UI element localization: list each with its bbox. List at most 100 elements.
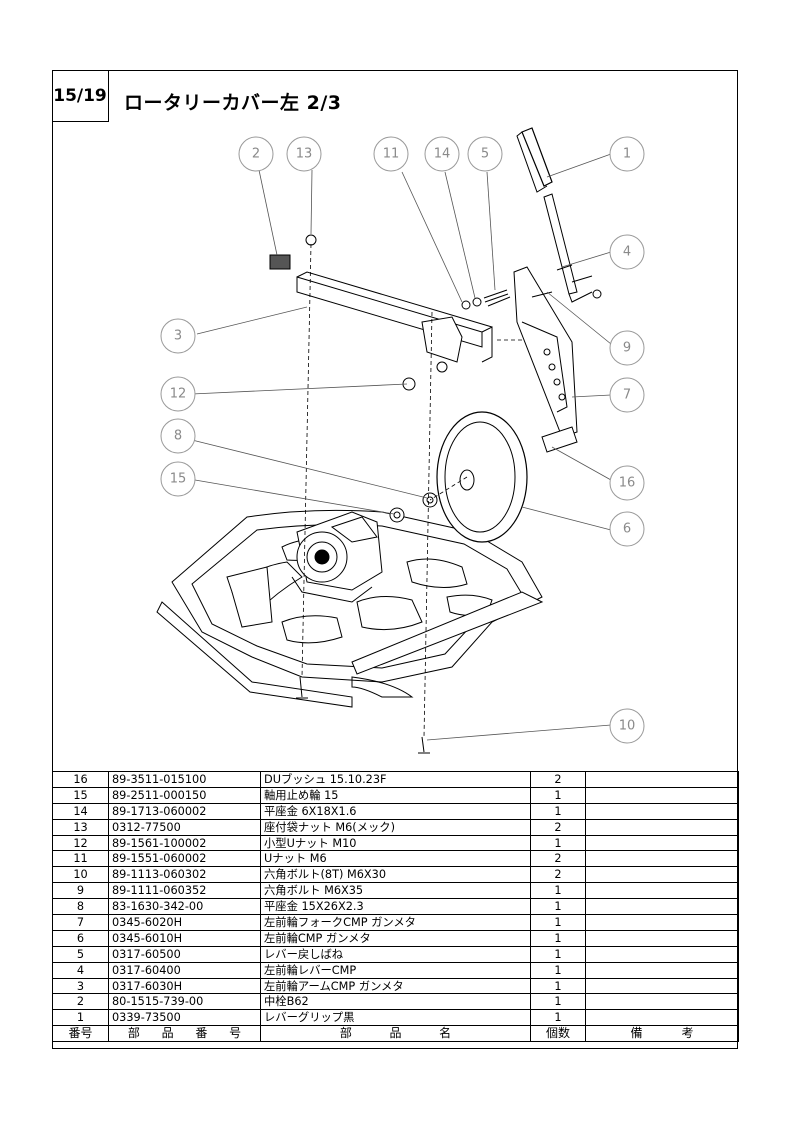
lever-arm [543, 193, 578, 295]
part-quantity: 1 [530, 882, 586, 900]
svg-text:15: 15 [170, 472, 187, 487]
part-number-index: 6 [52, 929, 109, 947]
part-remarks [585, 945, 739, 963]
callout-11 [373, 136, 409, 172]
page-number: 15/19 [52, 70, 109, 122]
page-title: ロータリーカバー左 2/3 [124, 92, 342, 114]
part-number-index: 13 [52, 818, 109, 836]
part-code: 0339-73500 [108, 1009, 261, 1027]
part-code: 0312-77500 [108, 818, 261, 836]
part-number-index: 4 [52, 961, 109, 979]
callout-1 [609, 136, 645, 172]
front-tube [156, 601, 353, 708]
parts-header-row: 番号 部品 番号 部品 名 個数 備考 [52, 1025, 739, 1043]
part-number-index: 9 [52, 882, 109, 900]
part-remarks [585, 1009, 739, 1027]
part-remarks [585, 866, 739, 884]
part-code: 89-2511-000150 [108, 786, 261, 804]
part-name: 小型Uナット M10 [260, 834, 531, 852]
part-number-index: 14 [52, 802, 109, 820]
part-number-index: 10 [52, 866, 109, 884]
svg-text:2: 2 [252, 147, 260, 162]
part-remarks [585, 786, 739, 804]
part-code: 89-1551-060002 [108, 850, 261, 868]
part-code: 89-1113-060302 [108, 866, 261, 884]
part-code: 89-1561-100002 [108, 834, 261, 852]
callout-14 [424, 136, 460, 172]
svg-text:9: 9 [623, 341, 631, 356]
part-remarks [585, 914, 739, 931]
header-name: 部品 名 [260, 1025, 531, 1043]
callout-8 [160, 418, 196, 454]
part-number-index: 16 [52, 771, 109, 788]
part-name: 平座金 15X26X2.3 [260, 898, 531, 916]
part-name: 左前輪フォークCMP ガンメタ [260, 914, 531, 931]
part-name: 左前輪レバーCMP [260, 961, 531, 979]
part-quantity: 1 [530, 977, 586, 995]
part-quantity: 1 [530, 786, 586, 804]
header-remarks: 備考 [585, 1025, 739, 1043]
svg-text:14: 14 [434, 147, 451, 162]
part-quantity: 1 [530, 914, 586, 931]
part-number-index: 5 [52, 945, 109, 963]
svg-text:6: 6 [623, 522, 631, 537]
callout-bubbles [160, 136, 645, 744]
svg-text:4: 4 [623, 245, 631, 260]
part-remarks [585, 961, 739, 979]
part-number-index: 3 [52, 977, 109, 995]
header-no: 番号 [52, 1025, 109, 1043]
callout-3 [160, 318, 196, 354]
plug-part [269, 254, 291, 270]
part-quantity: 2 [530, 850, 586, 868]
part-name: 六角ボルト M6X35 [260, 882, 531, 900]
part-name: DUブッシュ 15.10.23F [260, 771, 531, 788]
callout-4 [609, 234, 645, 270]
part-number-index: 12 [52, 834, 109, 852]
svg-text:10: 10 [619, 719, 636, 734]
part-number-index: 1 [52, 1009, 109, 1027]
part-remarks [585, 850, 739, 868]
part-name: Uナット M6 [260, 850, 531, 868]
callout-6 [609, 511, 645, 547]
svg-text:11: 11 [383, 147, 400, 162]
part-code: 89-1713-060002 [108, 802, 261, 820]
header-part-no: 部品 番号 [108, 1025, 261, 1043]
exploded-parts-diagram: 2 13 11 14 5 1 4 3 9 12 7 8 15 16 6 10 [156, 127, 645, 754]
callout-2 [238, 136, 274, 172]
part-quantity: 1 [530, 834, 586, 852]
part-remarks [585, 818, 739, 836]
part-name: 平座金 6X18X1.6 [260, 802, 531, 820]
part-quantity: 1 [530, 929, 586, 947]
part-remarks [585, 977, 739, 995]
callout-5 [467, 136, 503, 172]
svg-text:12: 12 [170, 387, 187, 402]
part-code: 0345-6010H [108, 929, 261, 947]
callout-10 [609, 708, 645, 744]
part-code: 0317-60500 [108, 945, 261, 963]
part-remarks [585, 898, 739, 916]
part-remarks [585, 993, 739, 1011]
callout-13 [286, 136, 322, 172]
callout-12 [160, 376, 196, 412]
part-name: 左前輪アームCMP ガンメタ [260, 977, 531, 995]
part-remarks [585, 771, 739, 788]
side-bracket [226, 566, 273, 628]
svg-text:5: 5 [481, 147, 489, 162]
part-name: 中栓B62 [260, 993, 531, 1011]
part-name: レバーグリップ黒 [260, 1009, 531, 1027]
part-code: 83-1630-342-00 [108, 898, 261, 916]
rotary-cover-deck [171, 509, 543, 683]
part-code: 80-1515-739-00 [108, 993, 261, 1011]
